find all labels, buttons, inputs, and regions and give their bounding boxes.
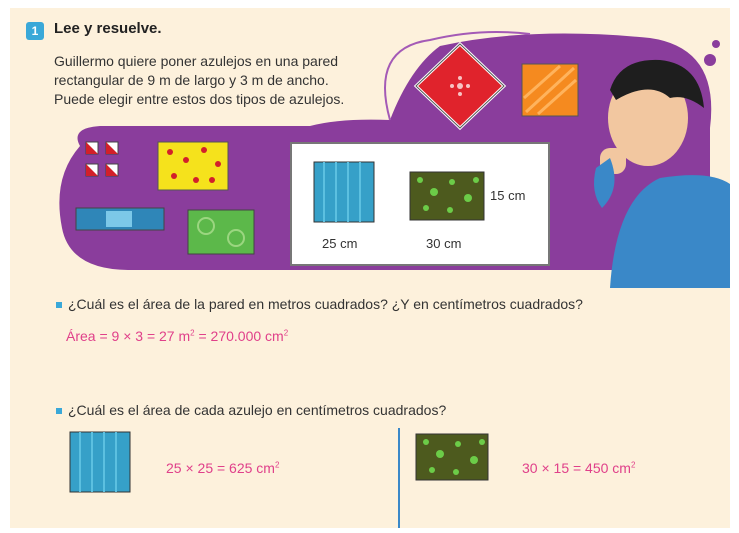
- exercise-heading: Lee y resuelve.: [54, 20, 162, 37]
- worksheet-page: 1 Lee y resuelve. Guillermo quiere poner…: [10, 8, 730, 528]
- answer-2a: 25 × 25 = 625 cm2: [166, 460, 279, 476]
- green-swirl-tile: [187, 209, 255, 255]
- tile-option-b-image: [409, 171, 485, 221]
- column-divider: [398, 428, 400, 528]
- question-2-text: ¿Cuál es el área de cada azulejo en cent…: [68, 402, 447, 418]
- exponent: 2: [274, 460, 280, 470]
- answer-2a-text: 25 × 25 = 625 cm: [166, 460, 275, 476]
- blue-strip-tile: [75, 207, 165, 231]
- exponent: 2: [190, 328, 195, 338]
- yellow-dotted-tile: [157, 141, 229, 191]
- answer-1-part-2: = 270.000 cm: [194, 328, 284, 344]
- question-1-text: ¿Cuál es el área de la pared en metros c…: [68, 296, 583, 312]
- exponent: 2: [283, 328, 289, 338]
- small-red-tiles: [85, 141, 119, 177]
- exercise-number-badge: 1: [26, 22, 44, 40]
- answer-2b-text: 30 × 15 = 450 cm: [522, 460, 631, 476]
- answer-tile-b-image: [415, 433, 489, 481]
- intro-line: Guillermo quiere poner azulejos en una p…: [54, 53, 339, 69]
- intro-line: Puede elegir entre estos dos tipos de az…: [54, 91, 345, 107]
- red-diamond-tile: [413, 41, 507, 131]
- tile-option-a-image: [313, 161, 375, 223]
- intro-line: rectangular de 9 m de largo y 3 m de anc…: [54, 72, 329, 88]
- bullet-icon: [56, 302, 62, 309]
- exercise-intro: Guillermo quiere poner azulejos en una p…: [54, 52, 384, 109]
- answer-1: Área = 9 × 3 = 27 m2 = 270.000 cm2: [66, 328, 288, 344]
- bullet-icon: [56, 408, 62, 415]
- tile-options: [313, 161, 485, 223]
- orange-striped-tile: [521, 63, 579, 117]
- exponent: 2: [630, 460, 636, 470]
- man-illustration: [594, 59, 730, 288]
- question-1: ¿Cuál es el área de la pared en metros c…: [56, 296, 583, 312]
- tile-options-panel: 25 cm 30 cm 15 cm: [290, 142, 550, 266]
- answer-2b: 30 × 15 = 450 cm2: [522, 460, 635, 476]
- answer-tile-a-image: [69, 431, 131, 493]
- tile-b-height-label: 15 cm: [490, 188, 526, 203]
- question-2: ¿Cuál es el área de cada azulejo en cent…: [56, 402, 446, 418]
- tile-a-side-label: 25 cm: [322, 236, 358, 251]
- tile-b-width-label: 30 cm: [426, 236, 462, 251]
- answer-1-part-1: Área = 9 × 3 = 27 m: [66, 328, 191, 344]
- answer-tiles: [69, 431, 489, 493]
